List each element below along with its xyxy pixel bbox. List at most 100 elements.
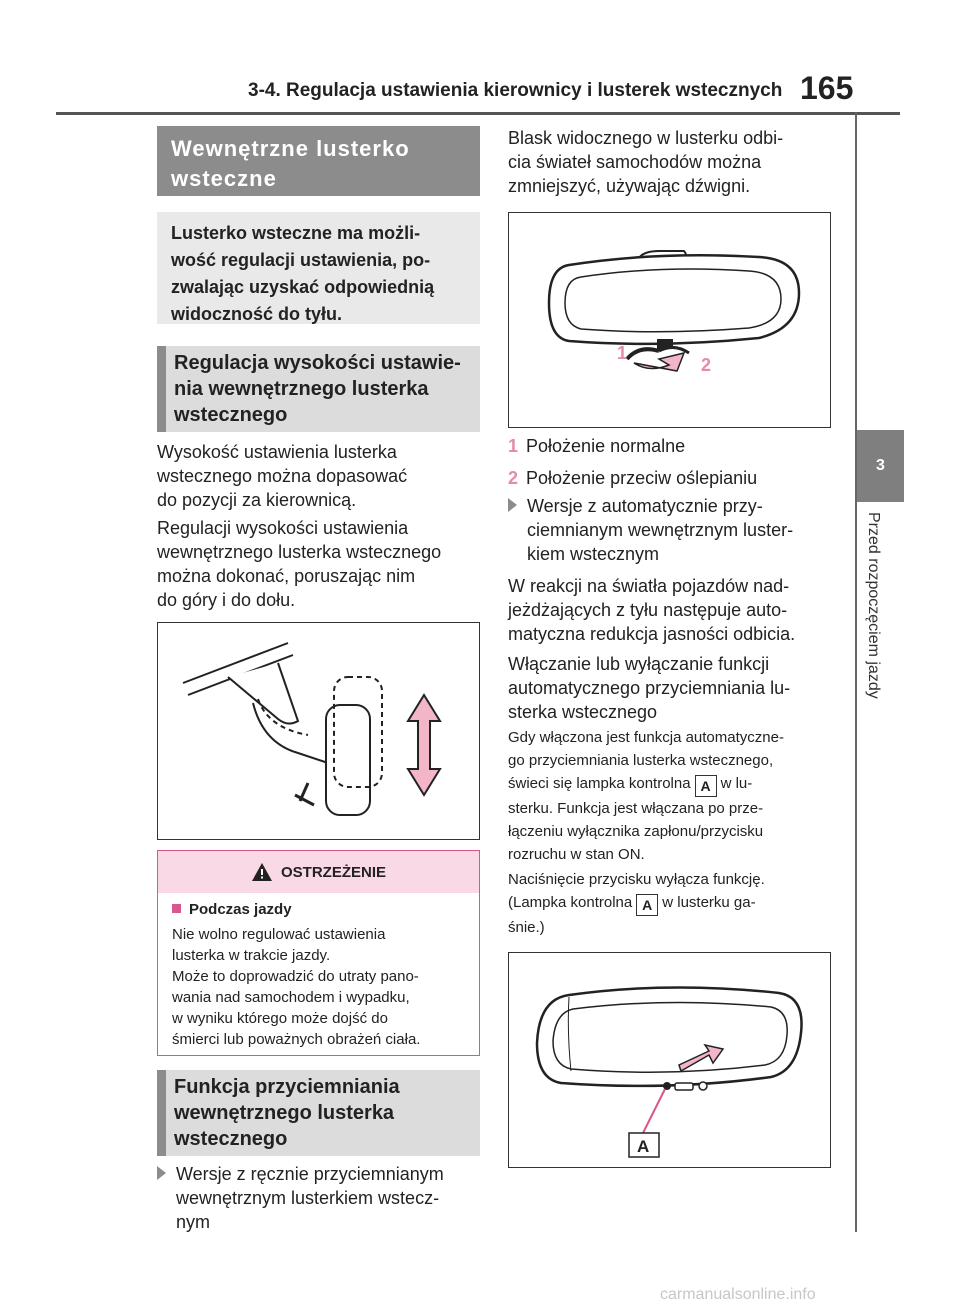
bullet-manual-dimming: Wersje z ręcznie przyciemnianym wewnętrz… xyxy=(157,1162,487,1234)
warning-box: OSTRZEŻENIE Podczas jazdy Nie wolno regu… xyxy=(157,850,480,1056)
fig-label-1: 1 xyxy=(617,343,627,363)
section-header-title: 3-4. Regulacja ustawienia kierownicy i l… xyxy=(248,80,783,101)
section-title-line: Wewnętrzne lusterko xyxy=(171,136,410,161)
intro-line: wość regulacji ustawienia, po- xyxy=(171,250,431,270)
indicator-a-icon: A xyxy=(636,894,659,916)
figure-mirror-lever: 1 2 xyxy=(508,212,831,428)
warning-subtitle-row: Podczas jazdy xyxy=(172,901,465,918)
subheading-height-adjust: Regulacja wysokości ustawie- nia wewnętr… xyxy=(157,346,480,432)
subheading-line: wstecznego xyxy=(174,1128,288,1150)
warning-line: Może to doprowadzić do utraty pano- xyxy=(172,968,419,985)
note-line: rozruchu w stan ON. xyxy=(508,846,645,863)
intro-line: zwalając uzyskać odpowiednią xyxy=(171,277,435,297)
paragraph-line: można dokonać, poruszając nim xyxy=(157,566,416,586)
list-item: 1 Położenie normalne xyxy=(508,434,838,458)
list-number: 2 xyxy=(508,468,519,488)
bullet-text: Wersje z automatycznie przy- xyxy=(527,496,763,516)
intro-line: Lusterko wsteczne ma możli- xyxy=(171,223,421,243)
subheading-dimming: Funkcja przyciemniania wewnętrznego lust… xyxy=(157,1070,480,1156)
paragraph-line: zmniejszyć, używając dźwigni. xyxy=(508,176,751,196)
bullet-line: ciemnianym wewnętrznym luster- xyxy=(527,520,794,540)
list-text: Położenie przeciw oślepianiu xyxy=(526,468,758,488)
paragraph-line: automatycznego przyciemniania lu- xyxy=(508,678,791,698)
note-text: w lusterku ga- xyxy=(662,894,756,911)
paragraph-line: Blask widocznego w lusterku odbi- xyxy=(508,128,784,148)
bullet-line: Wersje z ręcznie przyciemnianym xyxy=(157,1162,487,1186)
sidebar-divider xyxy=(855,112,857,1232)
bullet-line: nym xyxy=(176,1212,211,1232)
subheading-line: wstecznego xyxy=(174,404,288,426)
paragraph-line: wewnętrznego lusterka wstecznego xyxy=(157,542,442,562)
chapter-tab: 3 xyxy=(857,430,904,502)
subheading-line: nia wewnętrznego lusterka xyxy=(174,378,429,400)
paragraph-line: sterka wstecznego xyxy=(508,702,658,722)
intro-box: Lusterko wsteczne ma możli- wość regulac… xyxy=(157,212,480,324)
list-text: Położenie normalne xyxy=(526,436,686,456)
paragraph-line: do pozycji za kierownicą. xyxy=(157,490,357,510)
note-line: Gdy włączona jest funkcja automatyczne- xyxy=(508,729,784,746)
note-line: łączeniu wyłącznika zapłonu/przycisku xyxy=(508,823,764,840)
bullet-text: Wersje z ręcznie przyciemnianym xyxy=(176,1164,444,1184)
chapter-side-title-text: Przed rozpoczęciem jazdy xyxy=(865,512,882,699)
note-line: Naciśnięcie przycisku wyłącza funkcję. xyxy=(508,871,765,888)
list-item: 2 Położenie przeciw oślepianiu xyxy=(508,466,838,490)
warning-line: w wyniku którego może dojść do xyxy=(172,1010,388,1027)
auto-dimming-mirror-illustration: A xyxy=(535,986,803,1158)
warning-subtitle: Podczas jazdy xyxy=(189,901,292,918)
mirror-height-illustration xyxy=(182,642,442,816)
arrow-bullet-icon xyxy=(508,498,517,512)
list-number: 1 xyxy=(508,436,519,456)
position-list: 1 Położenie normalne 2 Położenie przeciw o… xyxy=(508,434,838,490)
bullet-line: wewnętrznym lusterkiem wstecz- xyxy=(176,1188,440,1208)
warning-line: wania nad samochodem i wypadku, xyxy=(172,989,410,1006)
mirror-lever-illustration: 1 2 xyxy=(547,250,801,375)
figure-mirror-height xyxy=(157,622,480,840)
warning-header: OSTRZEŻENIE xyxy=(158,851,479,893)
warning-line: śmierci lub poważnych obrażeń ciała. xyxy=(172,1031,421,1048)
paragraph-line: jeżdżających z tyłu następuje auto- xyxy=(508,600,788,620)
note-indicator: Gdy włączona jest funkcja automatyczne- … xyxy=(508,726,838,866)
watermark: carmanualsonline.info xyxy=(660,1286,816,1303)
paragraph-line: wstecznego można dopasować xyxy=(157,466,408,486)
warning-body: Podczas jazdy Nie wolno regulować ustawi… xyxy=(158,893,479,1058)
square-bullet-icon xyxy=(172,904,181,913)
intro-line: widoczność do tyłu. xyxy=(171,304,343,324)
bullet-auto-dimming: Wersje z automatycznie przy- ciemnianym … xyxy=(508,494,838,566)
note-button: Naciśnięcie przycisku wyłącza funkcję. (… xyxy=(508,868,838,939)
note-line: sterku. Funkcja jest włączana po prze- xyxy=(508,800,764,817)
paragraph-line: cia świateł samochodów można xyxy=(508,152,762,172)
note-line: go przyciemniania lusterka wstecznego, xyxy=(508,752,774,769)
paragraph-auto-reduction: W reakcji na światła pojazdów nad- jeżdż… xyxy=(508,574,838,646)
paragraph-height-intro: Wysokość ustawienia lusterka wstecznego … xyxy=(157,440,487,512)
section-title: Wewnętrzne lusterko wsteczne xyxy=(157,126,480,196)
paragraph-line: do góry i do dołu. xyxy=(157,590,296,610)
paragraph-line: Wysokość ustawienia lusterka xyxy=(157,442,397,462)
note-text: w lu- xyxy=(720,775,753,792)
bullet-line: kiem wstecznym xyxy=(527,544,660,564)
note-line: śnie.) xyxy=(508,919,545,936)
note-text: (Lampka kontrolna xyxy=(508,894,633,911)
warning-line: lusterka w trakcie jazdy. xyxy=(172,947,331,964)
arrow-bullet-icon xyxy=(157,1166,166,1180)
bullet-line: Wersje z automatycznie przy- xyxy=(508,494,838,518)
subheading-line: wewnętrznego lusterka xyxy=(174,1102,395,1124)
paragraph-line: W reakcji na światła pojazdów nad- xyxy=(508,576,790,596)
indicator-a-icon: A xyxy=(694,775,717,797)
paragraph-line: Regulacji wysokości ustawienia xyxy=(157,518,409,538)
subheading-line: Funkcja przyciemniania xyxy=(174,1076,400,1098)
chapter-side-title: Przed rozpoczęciem jazdy xyxy=(822,512,942,712)
paragraph-line: Włączanie lub wyłączanie funkcji xyxy=(508,654,770,674)
paragraph-glare: Blask widocznego w lusterku odbi- cia św… xyxy=(508,126,838,198)
fig-label-a: A xyxy=(637,1137,649,1156)
fig-label-2: 2 xyxy=(701,355,711,375)
subheading-line: Regulacja wysokości ustawie- xyxy=(174,352,461,374)
note-text: świeci się lampka kontrolna xyxy=(508,775,691,792)
paragraph-line: matyczna redukcja jasności odbicia. xyxy=(508,624,796,644)
warning-line: Nie wolno regulować ustawienia xyxy=(172,926,386,943)
paragraph-height-method: Regulacji wysokości ustawienia wewnętrzn… xyxy=(157,516,487,612)
warning-triangle-icon xyxy=(251,863,272,881)
warning-title: OSTRZEŻENIE xyxy=(280,863,386,881)
header-divider xyxy=(56,112,900,115)
